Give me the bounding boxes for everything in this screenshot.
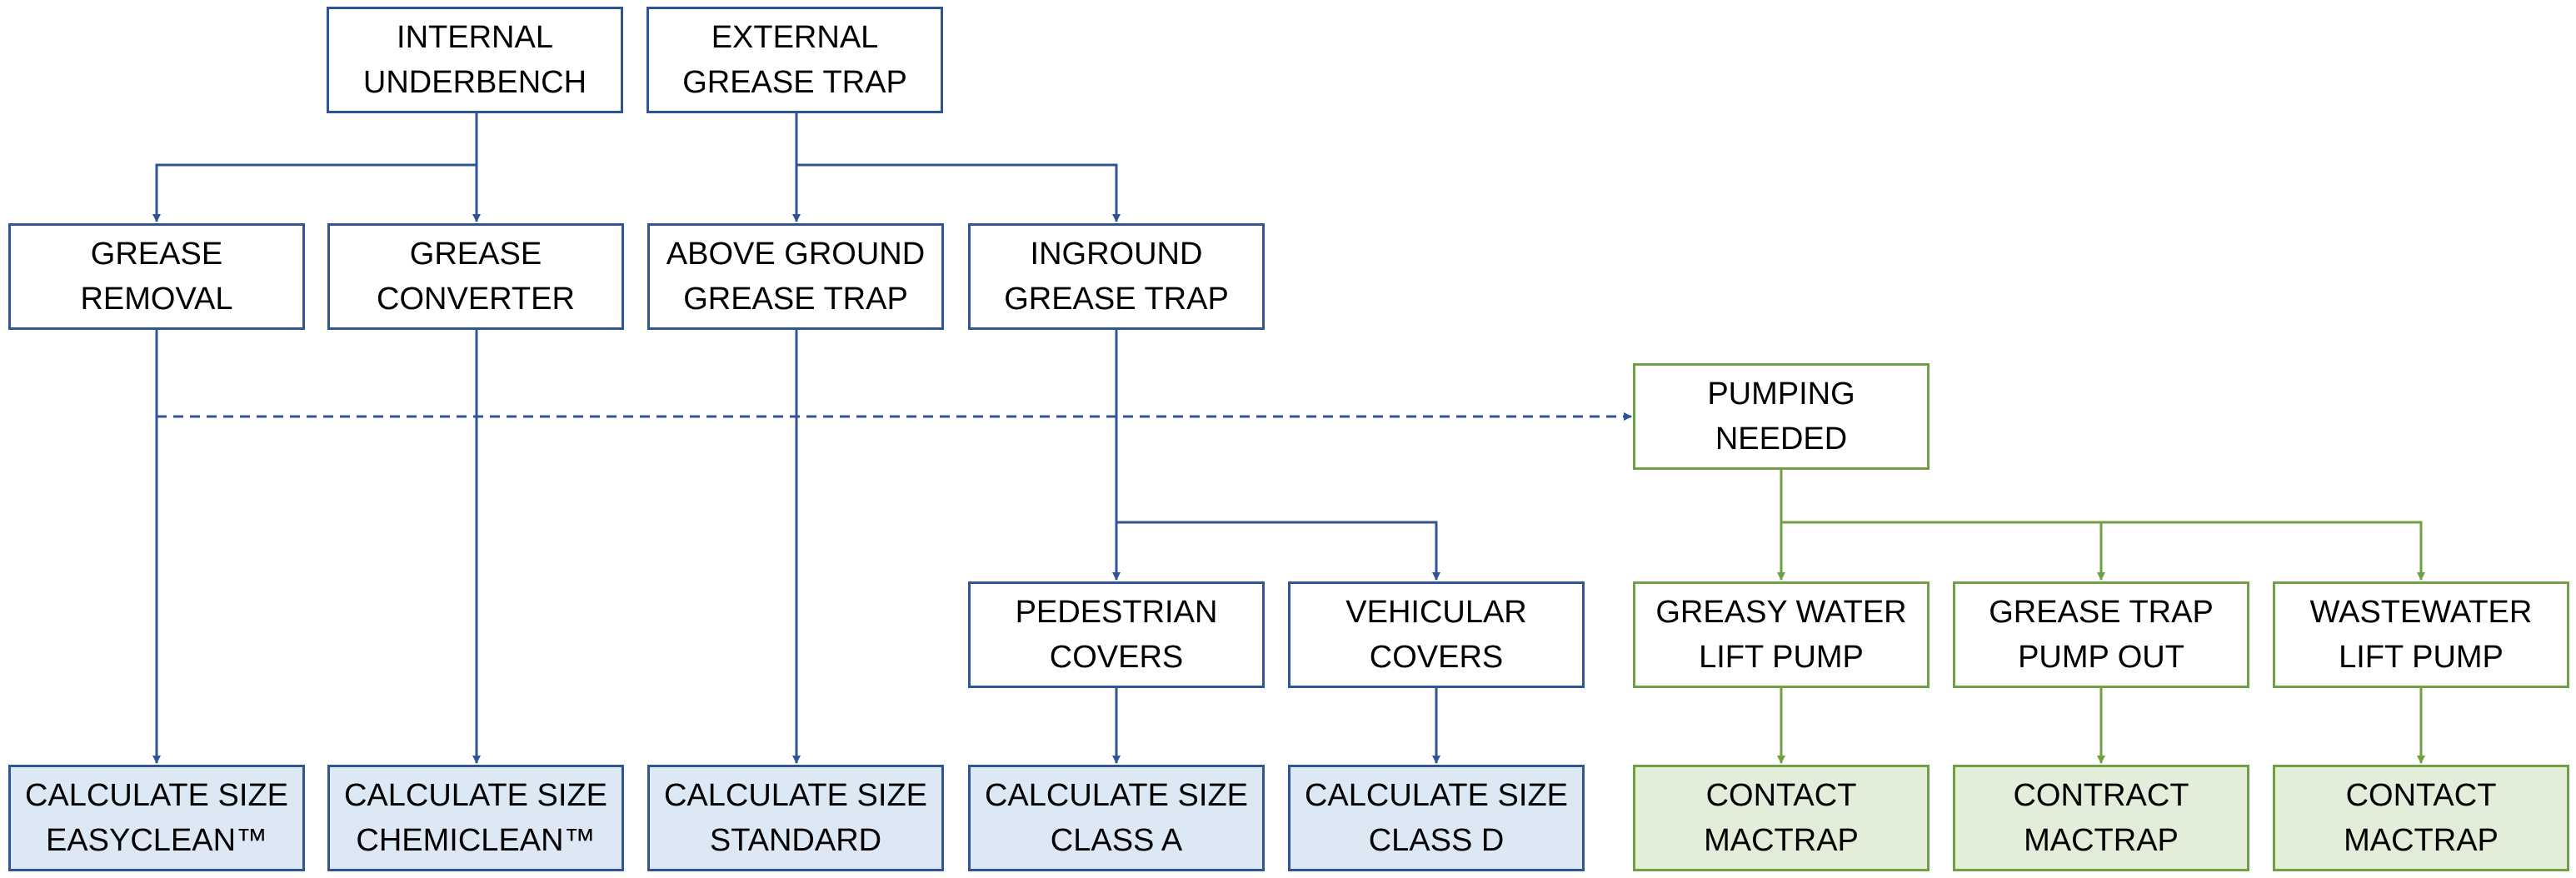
node-calculate-size-class-d: CALCULATE SIZE CLASS D: [1288, 765, 1585, 871]
node-greasy-water-lift-pump: GREASY WATER LIFT PUMP: [1633, 581, 1930, 688]
node-label-line1: CALCULATE SIZE: [1304, 778, 1569, 813]
node-label-line1: EXTERNAL: [711, 20, 879, 55]
node-label-line2: CONVERTER: [377, 282, 575, 317]
node-label-line1: CONTACT: [2345, 778, 2497, 813]
node-label-line1: PUMPING: [1707, 377, 1855, 412]
node-label-line1: CALCULATE SIZE: [663, 778, 928, 813]
node-label-line2: CLASS D: [1368, 823, 1505, 858]
node-label-line1: PEDESTRIAN: [1015, 595, 1218, 630]
node-label-line2: GREASE TRAP: [682, 65, 907, 100]
node-grease-removal: GREASE REMOVAL: [8, 223, 305, 330]
node-label-line1: GREASY WATER: [1655, 595, 1907, 630]
node-label-line2: LIFT PUMP: [2339, 640, 2504, 675]
node-label-line2: COVERS: [1049, 640, 1184, 675]
node-grease-converter: GREASE CONVERTER: [327, 223, 624, 330]
connector-arrow-3: [795, 113, 1121, 222]
node-label-line1: CONTACT: [1705, 778, 1857, 813]
node-label-line1: GREASE TRAP: [1989, 595, 2214, 630]
node-label-line2: CHEMICLEAN™: [356, 823, 596, 858]
node-calculate-size-standard: CALCULATE SIZE STANDARD: [647, 765, 944, 871]
node-contact-mactrap-1: CONTACT MACTRAP: [1633, 765, 1930, 871]
node-label-line2: UNDERBENCH: [362, 65, 587, 100]
node-label-line2: GREASE TRAP: [1004, 282, 1229, 317]
node-label-line2: REMOVAL: [80, 282, 233, 317]
connector-arrow-14: [2101, 521, 2425, 581]
node-contract-mactrap: CONTRACT MACTRAP: [1953, 765, 2249, 871]
node-label-line2: EASYCLEAN™: [45, 823, 268, 858]
node-label-line1: WASTEWATER: [2309, 595, 2533, 630]
node-pumping-needed: PUMPING NEEDED: [1633, 363, 1930, 470]
connector-arrow-0: [152, 113, 478, 222]
connector-arrow-9: [1116, 521, 1440, 581]
node-label-line1: CALCULATE SIZE: [984, 778, 1249, 813]
node-vehicular-covers: VEHICULAR COVERS: [1288, 581, 1585, 688]
node-label-line2: MACTRAP: [2024, 823, 2179, 858]
node-label-line1: INGROUND: [1030, 237, 1203, 272]
node-label-line2: MACTRAP: [1704, 823, 1859, 858]
node-label-line1: CALCULATE SIZE: [24, 778, 289, 813]
node-contact-mactrap-2: CONTACT MACTRAP: [2273, 765, 2569, 871]
node-inground-grease-trap: INGROUND GREASE TRAP: [968, 223, 1265, 330]
node-label-line1: VEHICULAR: [1345, 595, 1527, 630]
node-label-line1: ABOVE GROUND: [666, 237, 926, 272]
node-calculate-size-chemiclean: CALCULATE SIZE CHEMICLEAN™: [327, 765, 624, 871]
connector-arrow-13: [1781, 521, 2105, 581]
node-grease-trap-pump-out: GREASE TRAP PUMP OUT: [1953, 581, 2249, 688]
node-calculate-size-easyclean: CALCULATE SIZE EASYCLEAN™: [8, 765, 305, 871]
node-label-line2: LIFT PUMP: [1699, 640, 1864, 675]
node-label-line2: GREASE TRAP: [683, 282, 908, 317]
node-label-line1: CALCULATE SIZE: [343, 778, 608, 813]
node-label-line1: GREASE: [409, 237, 542, 272]
node-label-line2: STANDARD: [709, 823, 882, 858]
node-pedestrian-covers: PEDESTRIAN COVERS: [968, 581, 1265, 688]
node-label-line2: MACTRAP: [2344, 823, 2499, 858]
node-label-line2: COVERS: [1369, 640, 1504, 675]
node-label-line1: CONTRACT: [2013, 778, 2189, 813]
node-calculate-size-class-a: CALCULATE SIZE CLASS A: [968, 765, 1265, 871]
node-label-line2: NEEDED: [1715, 422, 1848, 456]
node-wastewater-lift-pump: WASTEWATER LIFT PUMP: [2273, 581, 2569, 688]
node-label-line1: GREASE: [90, 237, 223, 272]
node-label-line2: CLASS A: [1050, 823, 1183, 858]
node-label-line2: PUMP OUT: [2018, 640, 2184, 675]
node-label-line1: INTERNAL: [397, 20, 553, 55]
node-internal-underbench: INTERNAL UNDERBENCH: [327, 7, 623, 113]
node-external-grease-trap: EXTERNAL GREASE TRAP: [646, 7, 943, 113]
node-above-ground-grease-trap: ABOVE GROUND GREASE TRAP: [647, 223, 944, 330]
